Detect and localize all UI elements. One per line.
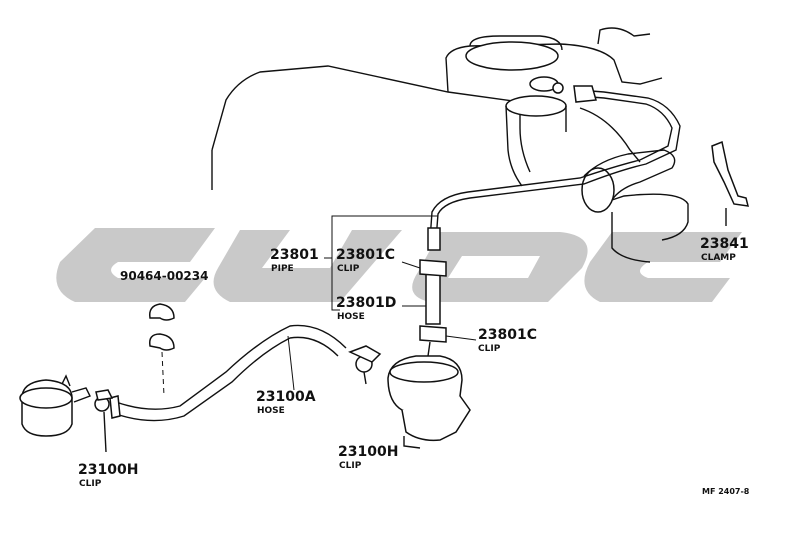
pipe-23801 — [427, 82, 681, 251]
part-name-pipe: PIPE — [271, 264, 294, 274]
label-23801d: 23801D HOSE — [336, 295, 396, 322]
label-23100a: 23100A HOSE — [256, 389, 316, 416]
leader-lines — [287, 215, 477, 391]
watermark-logo — [56, 228, 742, 302]
diagram-reference: MF 2407-8 — [702, 487, 750, 496]
hose-23100a-part — [109, 324, 347, 422]
part-number-23801c: 23801C — [336, 247, 395, 263]
label-90464: 90464-00234 — [120, 269, 208, 283]
label-23801c-top: 23801C CLIP — [336, 247, 395, 274]
label-23801c-bottom: 23801C CLIP — [478, 327, 537, 354]
part-number-23801d: 23801D — [336, 295, 396, 311]
part-name-clip: CLIP — [478, 344, 501, 354]
label-23841: 23841 CLAMP — [700, 236, 749, 263]
label-23100h-left: 23100H CLIP — [78, 462, 138, 489]
part-name-clip: CLIP — [339, 461, 362, 471]
part-number-23100h: 23100H — [338, 444, 398, 460]
part-name-clamp: CLAMP — [701, 253, 736, 263]
part-number-23100h: 23100H — [78, 462, 138, 478]
clip-23100h-left-part — [94, 389, 114, 453]
part-name-clip: CLIP — [337, 264, 360, 274]
fuel-filter-part — [19, 374, 91, 437]
part-number-23801c: 23801C — [478, 327, 537, 343]
part-number-23801: 23801 — [270, 247, 319, 263]
part-name-hose: HOSE — [337, 312, 365, 322]
label-23801: 23801 PIPE — [270, 247, 319, 274]
part-number-23841: 23841 — [700, 236, 749, 252]
part-number-23100a: 23100A — [256, 389, 316, 405]
clamp-23841-part — [711, 140, 749, 226]
part-number-90464-00234: 90464-00234 — [120, 269, 208, 283]
vacuum-valve-part — [387, 355, 471, 449]
clip-23100h-right-part — [348, 345, 382, 385]
label-23100h-right: 23100H CLIP — [338, 444, 398, 471]
part-name-hose: HOSE — [257, 406, 285, 416]
hose-23801d-part — [419, 259, 447, 365]
engine-outline — [211, 27, 689, 263]
part-name-clip: CLIP — [79, 479, 102, 489]
clip-90464-part — [148, 303, 175, 397]
